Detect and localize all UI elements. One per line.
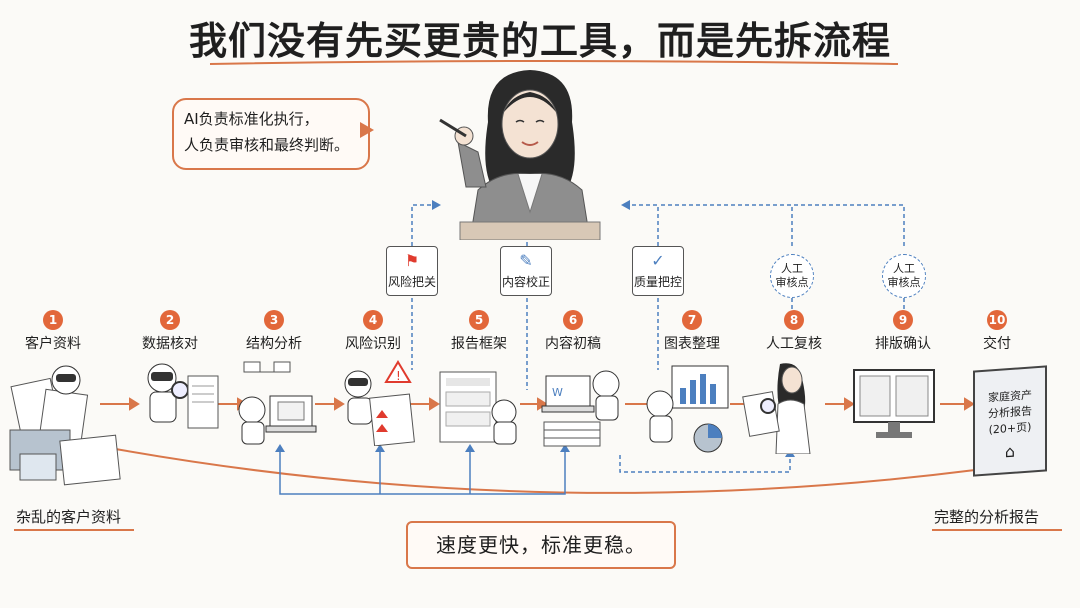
checkpoint-label: 风险把关 [387, 275, 436, 289]
step-number: 5 [469, 310, 489, 330]
house-icon: ⌂ [1004, 441, 1016, 462]
report-framework-illustration [439, 371, 517, 445]
step-label: 图表整理 [664, 336, 720, 352]
step-label: 排版确认 [875, 336, 931, 352]
layout-monitor-illustration [853, 369, 935, 438]
bubble-line-1: AI负责标准化执行， [184, 110, 319, 128]
report-page-count: (20+页) [988, 420, 1032, 437]
step-number: 3 [264, 310, 284, 330]
robot-risk-illustration: ! [344, 360, 415, 446]
checkpoint-risk: ⚑ 风险把关 [386, 246, 438, 296]
step-number: 8 [784, 310, 804, 330]
step-number: 10 [987, 310, 1007, 330]
step-label: 交付 [983, 336, 1011, 352]
caption-underline [932, 529, 1062, 531]
bubble-line-2: 人负责审核和最终判断。 [184, 136, 350, 154]
svg-text:!: ! [396, 369, 401, 383]
step-label: 人工复核 [766, 336, 822, 352]
robot-laptop-structure-illustration [238, 361, 317, 445]
speed-summary-box: 速度更快，标准更稳。 [406, 521, 676, 569]
bubble-tail [360, 122, 374, 138]
step-label: 风险识别 [345, 336, 401, 352]
human-review-line-1: 人工 [893, 262, 915, 275]
messy-data-caption: 杂乱的客户资料 [16, 508, 122, 526]
robot-drafting-illustration: W [541, 370, 620, 447]
caption-underline [14, 529, 134, 531]
step-number: 2 [160, 310, 180, 330]
human-review-point: 人工 审核点 [882, 254, 926, 298]
final-report-document: 家庭资产 分析报告 (20+页) ⌂ [973, 365, 1047, 477]
speech-bubble: AI负责标准化执行， 人负责审核和最终判断。 [172, 98, 370, 170]
human-review-line-2: 审核点 [775, 276, 809, 289]
step-number: 9 [893, 310, 913, 330]
page-title: 我们没有先买更贵的工具，而是先拆流程 [188, 19, 891, 63]
svg-text:W: W [552, 386, 563, 399]
step-number: 1 [43, 310, 63, 330]
step-label: 内容初稿 [545, 336, 601, 352]
edit-icon: ✎ [519, 251, 533, 270]
step-label: 数据核对 [142, 336, 198, 352]
human-review-line-2: 审核点 [887, 276, 921, 289]
messy-files-illustration [9, 365, 121, 486]
checkpoint-quality: ✓ 质量把控 [632, 246, 684, 296]
presenter-illustration [439, 70, 601, 240]
step-number: 4 [363, 310, 383, 330]
checkpoint-label: 内容校正 [501, 275, 550, 289]
step-number: 7 [682, 310, 702, 330]
red-flag-icon: ⚑ [404, 251, 420, 270]
robot-chart-illustration [646, 365, 729, 453]
checkpoint-content: ✎ 内容校正 [500, 246, 552, 296]
step-label: 报告框架 [451, 336, 507, 352]
step-label: 客户资料 [25, 336, 81, 352]
complete-report-caption: 完整的分析报告 [934, 508, 1040, 526]
step-label: 结构分析 [246, 336, 302, 352]
human-review-line-1: 人工 [781, 262, 803, 275]
robot-magnifier-illustration [147, 363, 219, 429]
human-review-point: 人工 审核点 [770, 254, 814, 298]
human-reviewer-illustration [742, 363, 811, 454]
checkmark-icon: ✓ [651, 251, 665, 270]
step-number: 6 [563, 310, 583, 330]
checkpoint-label: 质量把控 [633, 275, 682, 289]
